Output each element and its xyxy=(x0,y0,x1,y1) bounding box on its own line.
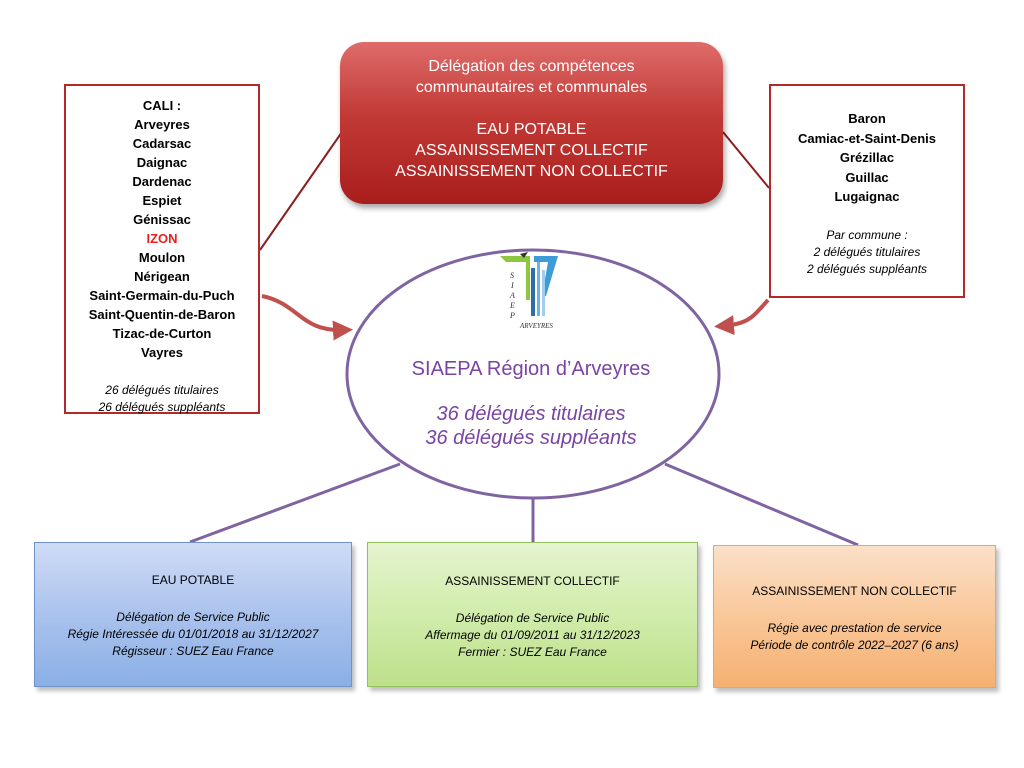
arrow-right-to-ellipse xyxy=(714,298,770,336)
syndicate-delegates: 36 délégués titulaires 36 délégués suppl… xyxy=(353,402,709,450)
cali-delegates-note: 26 délégués titulaires 26 délégués suppl… xyxy=(66,382,258,416)
logo-letter-e: E xyxy=(509,301,515,310)
service-title: ASSAINISSEMENT NON COLLECTIF xyxy=(752,584,957,598)
commune-item: Guillac xyxy=(845,169,889,185)
commune-item: Cadarsac xyxy=(132,136,192,151)
per-commune-label: Par commune : xyxy=(826,227,908,242)
commune-item: Daignac xyxy=(136,155,188,170)
cali-communes-box: CALI : Arveyres Cadarsac Daignac Dardena… xyxy=(64,84,260,414)
logo-letter-s: S xyxy=(510,271,514,280)
connector-left-top xyxy=(259,131,343,251)
commune-item: Moulon xyxy=(138,250,186,265)
connector-right-top xyxy=(722,131,770,189)
commune-item: Arveyres xyxy=(134,117,190,132)
commune-item: Lugaignac xyxy=(834,189,900,204)
logo-word: ARVEYRES xyxy=(519,322,553,330)
syndicate-delegates-titulaires: 36 délégués titulaires xyxy=(436,403,626,425)
connector-ellipse-b3 xyxy=(664,462,859,547)
cali-heading: CALI : xyxy=(142,98,182,113)
commune-item: Tizac-de-Curton xyxy=(112,326,212,341)
commune-item: Saint-Germain-du-Puch xyxy=(89,288,235,303)
delegation-box: Délégation des compétences communautaire… xyxy=(340,42,723,204)
logo-letter-p: P xyxy=(509,311,515,320)
service-line: Délégation de Service Public xyxy=(116,610,270,624)
per-commune-titulaires: 2 délégués titulaires xyxy=(813,244,921,259)
commune-item: Saint-Quentin-de-Baron xyxy=(88,307,236,322)
service-eau-potable-box: EAU POTABLE Délégation de Service Public… xyxy=(34,542,352,687)
service-title: ASSAINISSEMENT COLLECTIF xyxy=(445,574,620,588)
delegation-gap xyxy=(340,98,723,119)
syndicate-ellipse xyxy=(345,248,721,500)
commune-item: Baron xyxy=(848,111,886,126)
service-line: Régie avec prestation de service xyxy=(767,621,942,635)
commune-delegates-note: Par commune : 2 délégués titulaires 2 dé… xyxy=(771,227,963,278)
syndicate-delegates-suppleants: 36 délégués suppléants xyxy=(425,427,637,449)
commune-item-highlighted: IZON xyxy=(146,231,178,246)
service-line: Régisseur : SUEZ Eau France xyxy=(112,644,274,658)
siaep-logo-icon: S I A E P ARVEYRES xyxy=(500,252,558,330)
syndicate-title: SIAEPA Région d’Arveyres xyxy=(411,358,651,380)
logo-letter-i: I xyxy=(510,281,514,290)
service-assainissement-collectif-box: ASSAINISSEMENT COLLECTIF Délégation de S… xyxy=(367,542,698,687)
service-line: Affermage du 01/09/2011 au 31/12/2023 xyxy=(425,628,640,642)
commune-item: Espiet xyxy=(142,193,182,208)
cali-delegates-suppleants: 26 délégués suppléants xyxy=(98,400,226,414)
other-communes-box: Baron Camiac-et-Saint-Denis Grézillac Gu… xyxy=(769,84,965,298)
competence-assainissement-collectif: ASSAINISSEMENT COLLECTIF xyxy=(415,142,648,159)
service-assainissement-non-collectif-box: ASSAINISSEMENT NON COLLECTIF Régie avec … xyxy=(713,545,996,688)
service-line: Délégation de Service Public xyxy=(455,611,610,625)
service-title: EAU POTABLE xyxy=(151,573,235,587)
commune-item: Vayres xyxy=(141,345,183,360)
connector-ellipse-b1 xyxy=(189,462,401,544)
commune-item: Camiac-et-Saint-Denis xyxy=(798,130,936,146)
competence-assainissement-non-collectif: ASSAINISSEMENT NON COLLECTIF xyxy=(395,163,668,180)
commune-item: Grézillac xyxy=(839,150,895,165)
arrow-left-to-ellipse xyxy=(261,294,353,341)
competence-eau-potable: EAU POTABLE xyxy=(476,121,587,138)
cali-delegates-titulaires: 26 délégués titulaires xyxy=(105,383,219,397)
service-line: Fermier : SUEZ Eau France xyxy=(458,645,607,659)
commune-item: Génissac xyxy=(133,212,191,227)
delegation-line-2: communautaires et communales xyxy=(415,79,648,96)
logo-letter-a: A xyxy=(509,291,515,300)
service-line: Régie Intéressée du 01/01/2018 au 31/12/… xyxy=(67,627,319,641)
commune-item: Nérigean xyxy=(134,269,190,284)
delegation-line-1: Délégation des compétences xyxy=(428,58,635,75)
commune-item: Dardenac xyxy=(132,174,192,189)
service-line: Période de contrôle 2022–2027 (6 ans) xyxy=(750,638,959,652)
per-commune-suppleants: 2 délégués suppléants xyxy=(806,261,928,276)
